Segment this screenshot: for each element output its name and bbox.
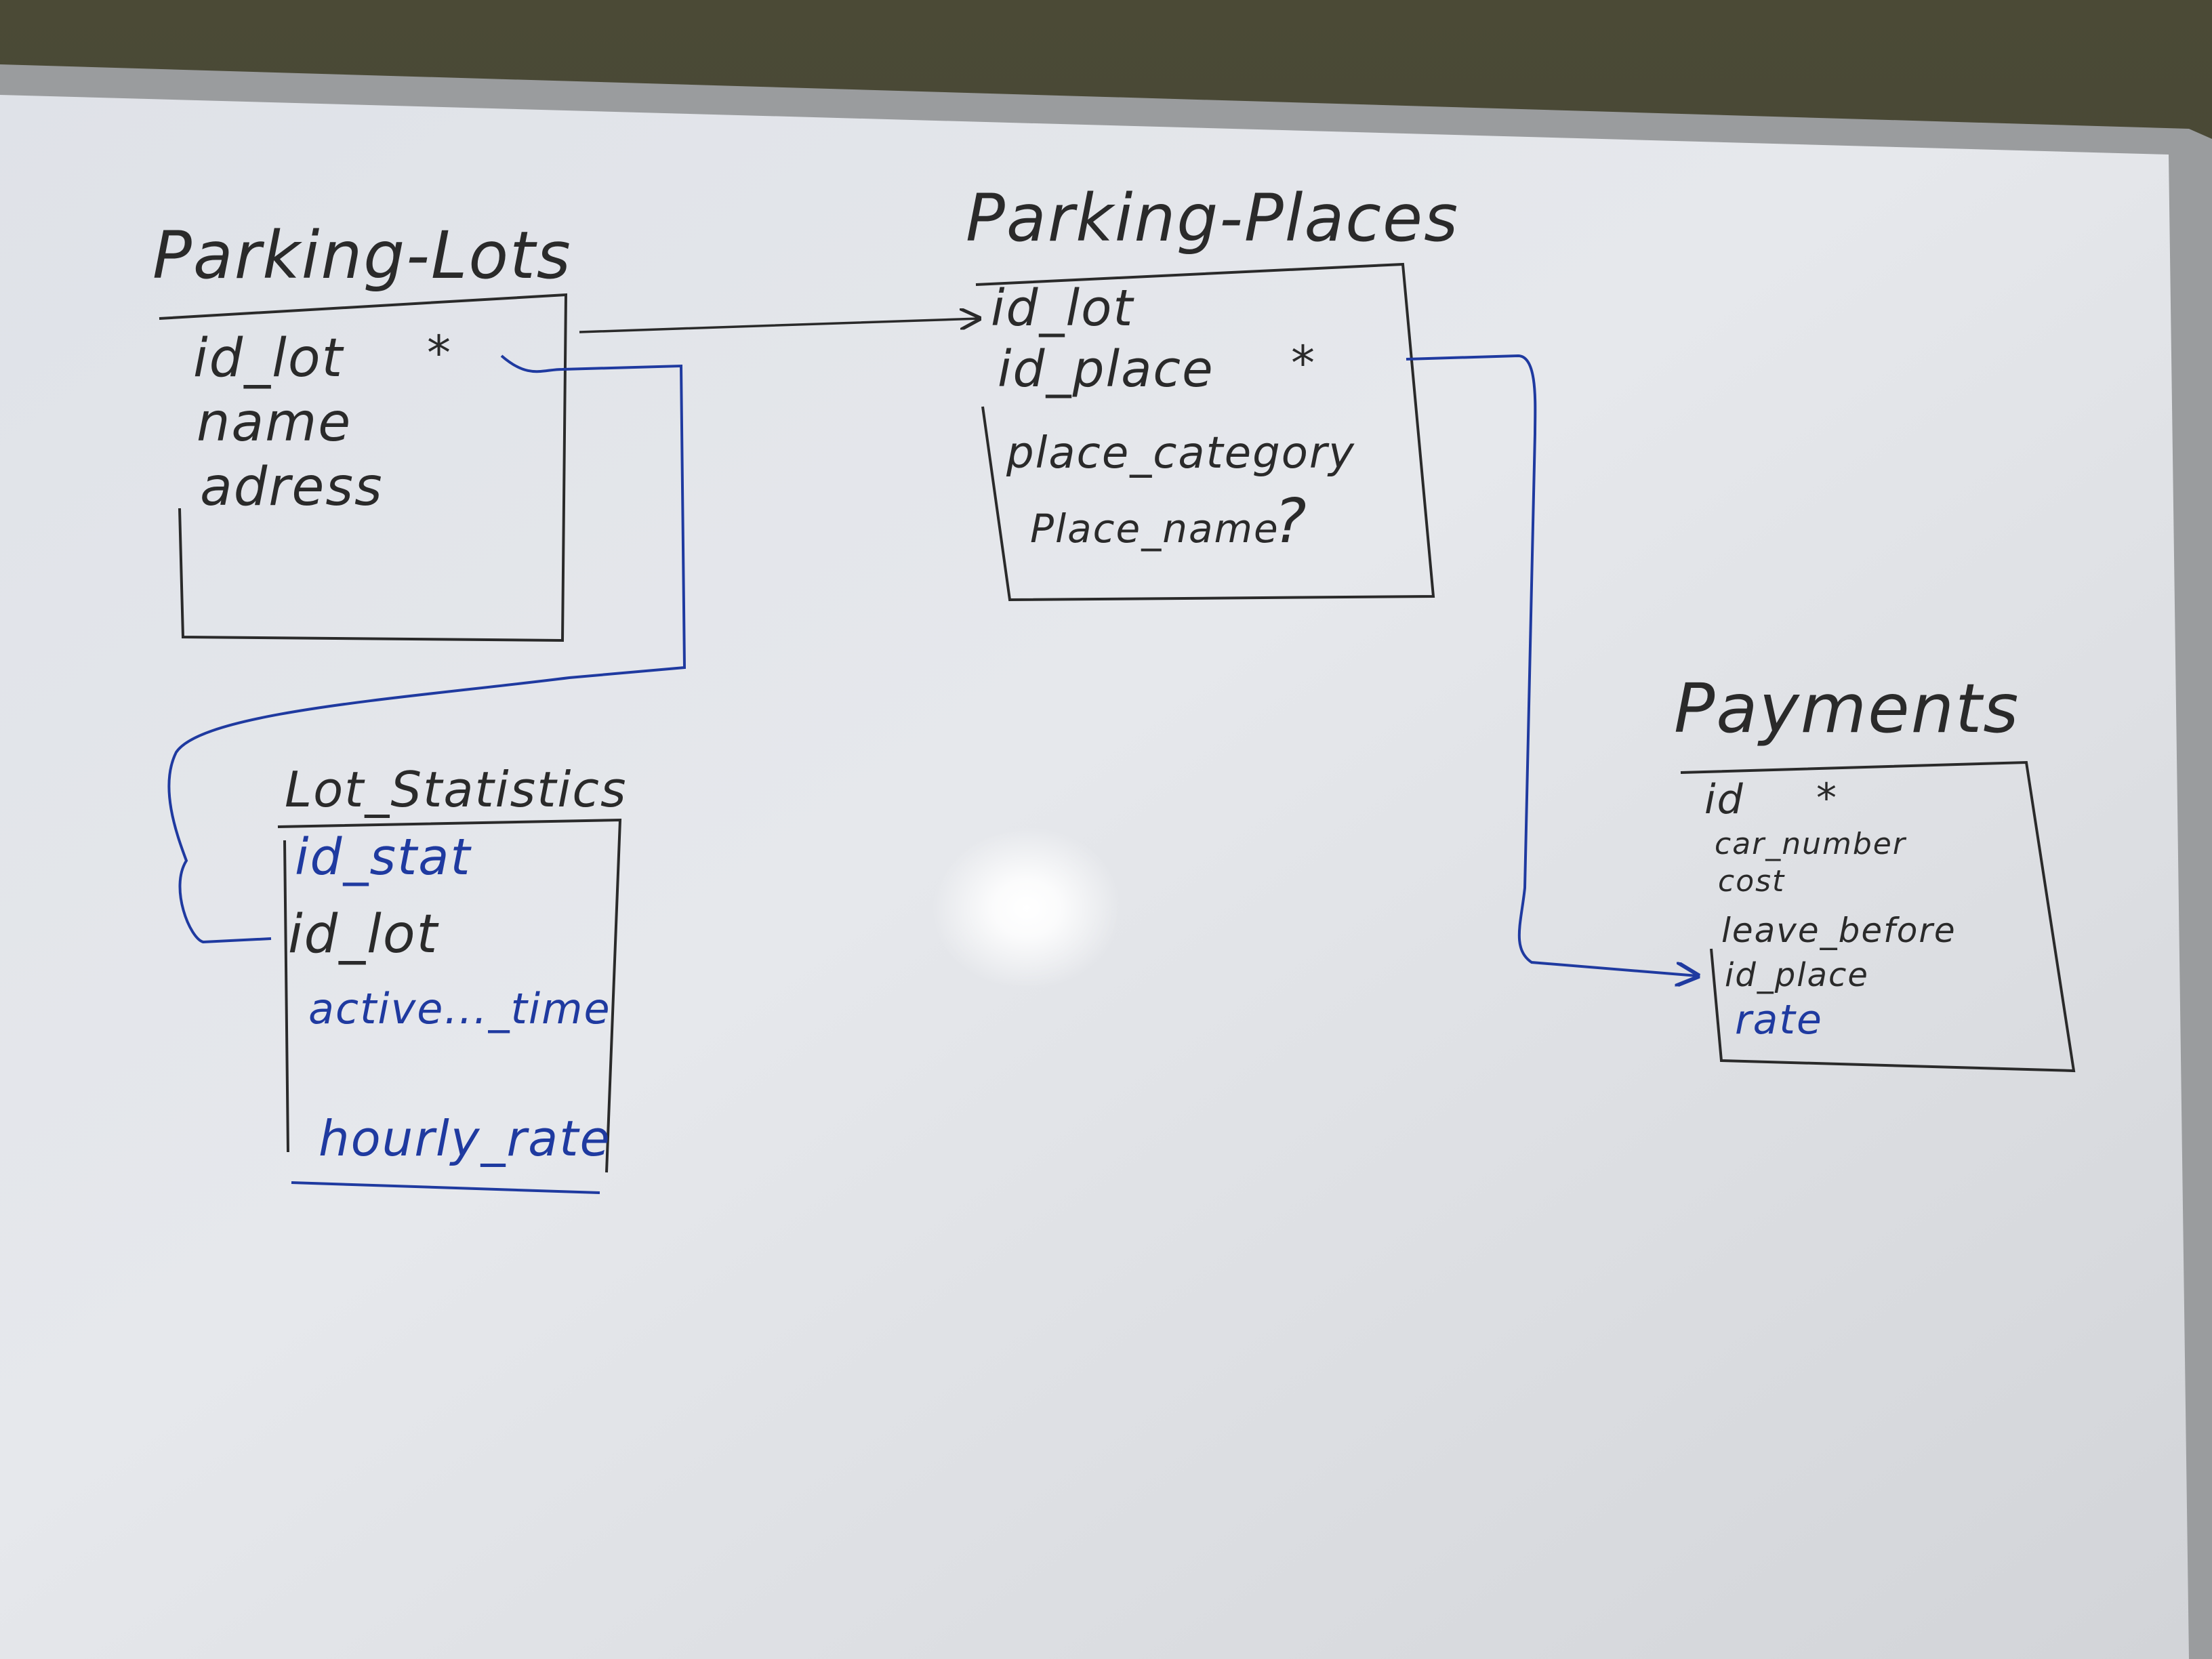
table-border (1680, 760, 2076, 1073)
light-glare (932, 827, 1122, 989)
table-title: Lot_Statistics (285, 761, 628, 818)
field-cost: cost (1718, 864, 1785, 899)
table-left-border (283, 840, 289, 1153)
table-border (159, 293, 568, 642)
field-id-lot: id_lot (991, 279, 1134, 337)
field-id-place: id_place (1725, 956, 1869, 994)
pk-asterisk: * (1816, 775, 1838, 822)
table-title: Parking-Lots (152, 218, 572, 293)
field-id-lot: id_lot (288, 904, 439, 965)
pk-asterisk: * (1291, 335, 1316, 391)
field-active-time: active..._time (308, 984, 611, 1033)
field-id-place: id_place (998, 340, 1214, 398)
table-parking-lots: Parking-Lots id_lot * name adress (152, 218, 572, 642)
field-id: id (1704, 776, 1744, 823)
table-border (975, 262, 1435, 602)
table-parking-places: Parking-Places id_lot id_place * place_c… (966, 180, 1459, 602)
field-adress: adress (200, 457, 384, 518)
relation-lots-to-places (579, 319, 979, 333)
field-place-name: Place_name (1030, 506, 1279, 552)
field-id-stat: id_stat (295, 828, 472, 886)
table-payments: Payments id * car_number cost leave_befo… (1674, 669, 2076, 1073)
field-car-number: car_number (1715, 827, 1907, 861)
field-leave-before: leave_before (1721, 911, 1957, 950)
field-place-category: place_category (1006, 428, 1355, 478)
field-name: name (197, 392, 352, 453)
table-bottom-border (291, 1181, 600, 1194)
relation-places-to-payments (1406, 354, 1698, 976)
table-border (277, 818, 622, 1173)
table-title: Parking-Places (966, 180, 1459, 256)
table-lot-statistics: Lot_Statistics id_stat id_lot active..._… (277, 761, 628, 1194)
table-title: Payments (1674, 669, 2020, 748)
relation-lots-to-statistics (167, 354, 687, 944)
field-id-lot: id_lot (193, 328, 344, 389)
pk-asterisk: * (427, 325, 452, 381)
question-mark: ? (1274, 486, 1308, 557)
field-rate: rate (1735, 996, 1823, 1044)
field-hourly-rate: hourly_rate (319, 1110, 611, 1167)
